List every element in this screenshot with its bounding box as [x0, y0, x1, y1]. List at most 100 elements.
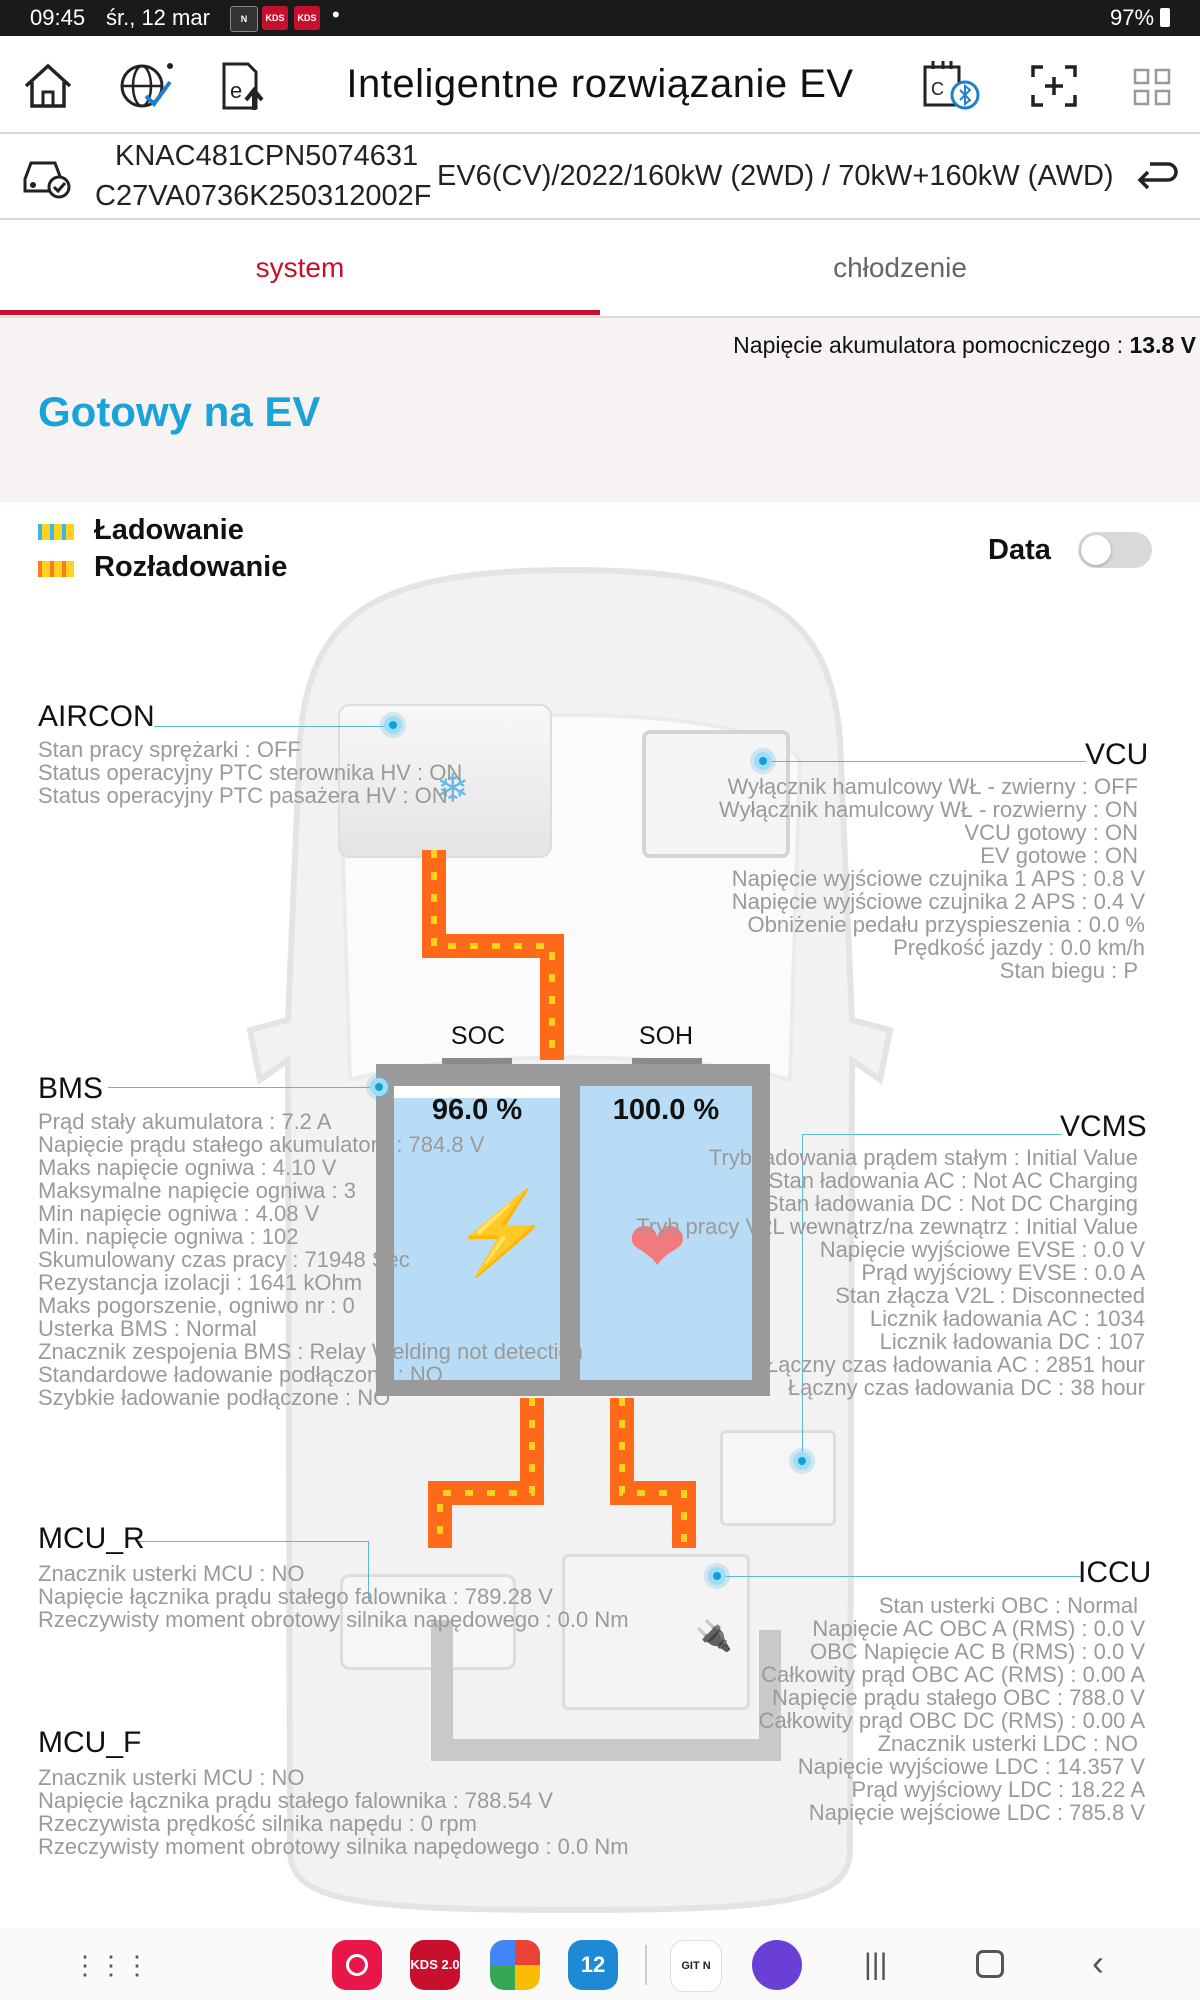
vcu-dot — [754, 752, 772, 770]
back-nav-icon[interactable]: ‹ — [1092, 1942, 1104, 1983]
mcu-r-line: Napięcie łącznika prądu stałego falownik… — [38, 1584, 553, 1609]
mcu-r-line: Rzeczywisty moment obrotowy silnika napę… — [38, 1607, 629, 1632]
kds-app-icon[interactable]: KDS 2.0 — [410, 1940, 460, 1990]
bms-line: Prąd stały akumulatora : 7.2 A — [38, 1109, 332, 1134]
globe-check-icon[interactable] — [114, 56, 178, 116]
vcu-line: Napięcie wyjściowe czujnika 2 APS : 0.4 … — [731, 889, 1145, 914]
home-icon[interactable] — [18, 58, 78, 114]
bms-dot — [370, 1078, 388, 1096]
vcms-line: Licznik ładowania AC : 1034 — [869, 1306, 1145, 1331]
aircon-connector — [154, 726, 394, 727]
data-toggle-label: Data — [988, 534, 1051, 566]
iccu-title: ICCU — [1078, 1556, 1152, 1589]
soh-gauge: 100.0 % ❤ — [580, 1086, 752, 1380]
tab-bar: system chłodzenie — [0, 220, 1200, 318]
mcu-f-line: Rzeczywista prędkość silnika napędu : 0 … — [38, 1811, 477, 1836]
vcu-module-icon — [642, 730, 790, 858]
bms-line: Maksymalne napięcie ogniwa : 3 — [38, 1178, 356, 1203]
vcms-module-icon — [720, 1430, 836, 1526]
iccu-line: Całkowity prąd OBC DC (RMS) : 0.00 A — [758, 1708, 1145, 1733]
vcms-connector — [802, 1134, 1062, 1135]
notification-dot-icon: • — [332, 2, 340, 27]
iccu-line: Prąd wyjściowy LDC : 18.22 A — [851, 1777, 1145, 1802]
soc-gauge: 96.0 % ⚡ — [394, 1086, 560, 1380]
bms-line: Skumulowany czas pracy : 71948 Sec — [38, 1247, 410, 1272]
battery-pack: 96.0 % ⚡ 100.0 % ❤ — [376, 1064, 770, 1396]
photos-app-icon[interactable] — [490, 1940, 540, 1990]
vcms-line: Licznik ładowania DC : 107 — [879, 1329, 1145, 1354]
kds-badge-icon-2: KDS — [294, 6, 320, 30]
vcms-title: VCMS — [1060, 1110, 1147, 1143]
vcu-line: Wyłącznik hamulcowy WŁ - rozwierny : ON — [718, 797, 1138, 822]
bms-line: Usterka BMS : Normal — [38, 1316, 257, 1341]
vcu-connector — [764, 761, 1086, 762]
e-upload-icon[interactable]: e — [214, 56, 274, 116]
svg-text:C: C — [931, 79, 944, 99]
soc-value: 96.0 % — [431, 1094, 523, 1126]
bluetooth-vci-icon[interactable]: C — [920, 56, 984, 116]
vcms-line: Tryb ładowania prądem stałym : Initial V… — [708, 1145, 1138, 1170]
plug-icon: 🔌 — [695, 1620, 733, 1653]
iccu-line: Całkowity prąd OBC AC (RMS) : 0.00 A — [761, 1662, 1145, 1687]
bms-line: Standardowe ładowanie podłączone : NO — [38, 1362, 443, 1387]
power-flow-bottom — [428, 1398, 696, 1548]
page-title: Inteligentne rozwiązanie EV — [346, 62, 854, 106]
mcu-f-line: Rzeczywisty moment obrotowy silnika napę… — [38, 1834, 629, 1859]
aircon-dot — [384, 716, 402, 734]
vin-number: KNAC481CPN5074631 — [115, 140, 419, 172]
mcu-f-title: MCU_F — [38, 1726, 142, 1759]
bms-line: Maks napięcie ogniwa : 4.10 V — [38, 1155, 337, 1180]
soh-value: 100.0 % — [612, 1094, 720, 1126]
vcu-line: Prędkość jazdy : 0.0 km/h — [893, 935, 1145, 960]
git-app-icon[interactable]: GIT N — [670, 1940, 722, 1992]
return-icon[interactable] — [1130, 154, 1182, 198]
recent-apps-icon[interactable]: ||| — [864, 1948, 888, 1981]
battery-icon — [1160, 8, 1170, 27]
screen-recorder-app-icon[interactable] — [332, 1940, 382, 1990]
legend-charging: Ładowanie — [94, 514, 244, 546]
iccu-line: OBC Napięcie AC B (RMS) : 0.0 V — [810, 1639, 1145, 1664]
home-nav-icon[interactable] — [976, 1950, 1004, 1978]
iccu-connector — [716, 1576, 1082, 1577]
bms-connector — [108, 1087, 380, 1088]
soh-terminal — [632, 1058, 702, 1064]
vcms-line: Łączny czas ładowania AC : 2851 hour — [765, 1352, 1145, 1377]
aux-battery-value: 13.8 V — [1129, 332, 1197, 358]
vcu-title: VCU — [1085, 738, 1149, 771]
vcms-line: Stan złącza V2L : Disconnected — [835, 1283, 1145, 1308]
vcms-connector-v — [802, 1134, 803, 1462]
discharging-legend-icon — [38, 561, 74, 577]
data-toggle[interactable] — [1078, 532, 1152, 568]
bms-line: Znacznik zespojenia BMS : Relay Welding … — [38, 1339, 583, 1364]
app-drawer-icon[interactable]: ⋮⋮⋮ — [72, 1950, 150, 1980]
bms-title: BMS — [38, 1072, 104, 1105]
soh-fill — [580, 1086, 752, 1380]
mcu-r-connector — [138, 1541, 368, 1542]
grid-menu-icon[interactable] — [1124, 62, 1180, 112]
git-update-app-icon[interactable] — [752, 1940, 802, 1990]
active-tab-indicator — [0, 310, 600, 315]
vcu-line: Stan biegu : P — [999, 958, 1138, 983]
capture-icon[interactable] — [1024, 60, 1084, 112]
vcu-line: EV gotowe : ON — [980, 843, 1138, 868]
tab-system[interactable]: system — [255, 252, 345, 283]
vcms-line: Łączny czas ładowania DC : 38 hour — [787, 1375, 1145, 1400]
dock-divider — [645, 1945, 647, 1985]
mcu-r-line: Znacznik usterki MCU : NO — [38, 1561, 305, 1586]
bms-line: Napięcie prądu stałego akumulatora : 784… — [38, 1132, 485, 1157]
bms-line: Min. napięcie ogniwa : 102 — [38, 1224, 299, 1249]
mcu-r-connector-v — [368, 1541, 369, 1601]
tab-cooling[interactable]: chłodzenie — [833, 252, 967, 283]
soc-terminal — [442, 1058, 512, 1064]
vcms-line: Stan ładowania DC : Not DC Charging — [763, 1191, 1138, 1216]
aircon-line: Status operacyjny PTC sterownika HV : ON — [38, 760, 463, 785]
iccu-line: Napięcie wyjściowe LDC : 14.357 V — [797, 1754, 1145, 1779]
status-date: śr., 12 mar — [106, 5, 210, 30]
aux-battery-label: Napięcie akumulatora pomocniczego : — [733, 332, 1130, 358]
aircon-title: AIRCON — [38, 700, 155, 733]
vcu-line: VCU gotowy : ON — [964, 820, 1138, 845]
aux-battery-voltage: Napięcie akumulatora pomocniczego : 13.8… — [733, 332, 1196, 359]
ev-ready-status: Gotowy na EV — [38, 388, 321, 435]
calendar-app-icon[interactable]: 12 — [568, 1940, 618, 1990]
mcu-r-title: MCU_R — [38, 1522, 145, 1555]
